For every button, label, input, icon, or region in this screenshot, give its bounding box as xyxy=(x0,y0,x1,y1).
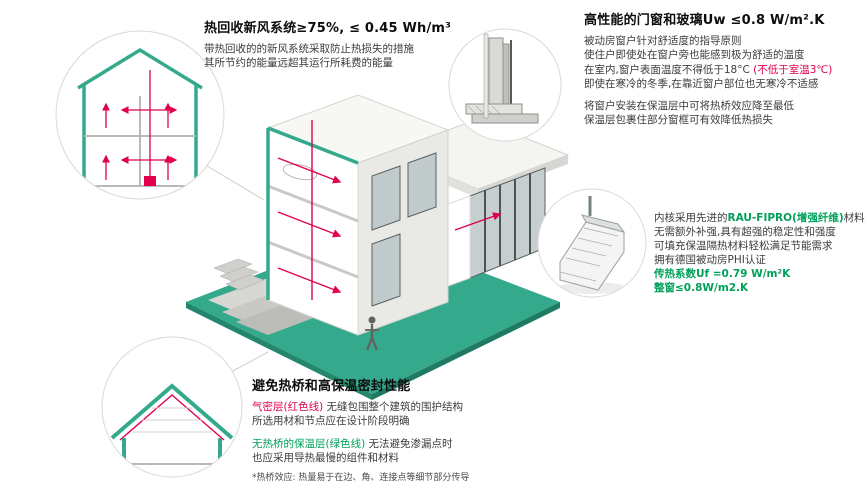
hrv-line-2: 其所节约的能量远超其运行所耗费的能量 xyxy=(204,57,393,70)
hrv-title: 热回收新风系统≥75%, ≤ 0.45 Wh/m³ xyxy=(204,21,452,36)
windows-line-3-highlight: (不低于室温3℃) xyxy=(753,63,833,76)
glass-mullions xyxy=(484,173,531,272)
section-bridge: 避免热桥和高保温密封性能 气密层(红色线) 无缝包围整个建筑的围护结构 所选用材… xyxy=(252,378,469,484)
windows-line-1: 被动房窗户针对舒适度的指导原则 xyxy=(584,35,742,48)
hrv-detail-illustration xyxy=(56,31,224,199)
windows-line-6: 保温层包裹住部分窗框可有效降低热损失 xyxy=(584,113,773,126)
windows-line-3-text: 在室内,窗户表面温度不得低于18°C xyxy=(584,63,754,76)
window-profile-illustration xyxy=(538,189,646,297)
bridge-title: 避免热桥和高保温密封性能 xyxy=(252,379,411,394)
thermal-bridge-footnote: *热桥效应: 热量易于在边、角、连接点等细节部分传导 xyxy=(252,472,470,483)
hrv-detail-circle xyxy=(55,30,225,200)
bridge-line-1: 气密层(红色线) 无缝包围整个建筑的围护结构 xyxy=(252,400,469,414)
hrv-line-1: 带热回收的的新风系统采取防止热损失的措施 xyxy=(204,43,414,56)
bridge-line-1-text: 无缝包围整个建筑的围护结构 xyxy=(323,401,464,414)
hrv-air-arrows xyxy=(102,70,178,182)
windows-title: 高性能的门窗和玻璃Uw ≤0.8 W/m².K xyxy=(584,13,825,28)
profile-uw-value: 整窗≤0.8W/m2.K xyxy=(654,282,749,295)
stairs xyxy=(213,258,265,291)
profile-line-4: 拥有德国被动房PHI认证 xyxy=(654,254,766,267)
bridge-line-4: 也应采用导热最慢的组件和材料 xyxy=(252,451,399,464)
bridge-line-3: 无热桥的保温层(绿色线) 无法避免渗漏点时 xyxy=(252,437,469,451)
bridge-line-3-text: 无法避免渗漏点时 xyxy=(365,437,453,450)
section-windows: 高性能的门窗和玻璃Uw ≤0.8 W/m².K 被动房窗户针对舒适度的指导原则 … xyxy=(584,12,832,127)
isometric-house-illustration xyxy=(186,94,570,400)
section-profile: 内核采用先进的RAU-FIPRO(增强纤维)材料 无需额外补强,具有超强的稳定性… xyxy=(654,211,865,295)
window-profile-circle xyxy=(537,188,647,298)
windows-line-5: 将窗户安装在保温层中可将热桥效应降至最低 xyxy=(584,99,794,112)
windows-line-4: 即使在寒冷的冬季,在靠近窗户部位也无寒冷不适感 xyxy=(584,77,819,90)
person-figure xyxy=(365,316,379,351)
insulation-layer-label: 无热桥的保温层(绿色线) xyxy=(252,437,366,450)
roof-section-circle xyxy=(101,336,243,478)
facade-windows xyxy=(371,152,437,307)
profile-line-1-highlight: RAU-FIPRO(增强纤维) xyxy=(727,212,844,224)
profile-uf-value: 传热系数Uf =0.79 W/m²K xyxy=(654,268,791,281)
window-section-illustration xyxy=(449,29,561,141)
bridge-line-2: 所选用材和节点应在设计阶段明确 xyxy=(252,415,410,428)
roof-section-illustration xyxy=(102,337,242,477)
windows-line-2: 使住户即使处在窗户旁也能感到极为舒适的温度 xyxy=(584,49,805,62)
airtight-layer-label: 气密层(红色线) xyxy=(252,401,324,414)
profile-line-1a: 内核采用先进的 xyxy=(654,212,728,224)
profile-line-3: 可填充保温隔热材料轻松满足节能需求 xyxy=(654,240,833,253)
section-hrv: 热回收新风系统≥75%, ≤ 0.45 Wh/m³ 带热回收的的新风系统采取防止… xyxy=(204,20,451,71)
profile-line-2: 无需额外补强,具有超强的稳定性和强度 xyxy=(654,226,836,239)
window-section-circle xyxy=(448,28,562,142)
profile-line-1c: 材料 xyxy=(843,212,865,224)
profile-line-1: 内核采用先进的RAU-FIPRO(增强纤维)材料 xyxy=(654,211,865,225)
ventilation-ducts xyxy=(277,120,502,300)
windows-line-3: 在室内,窗户表面温度不得低于18°C (不低于室温3℃) xyxy=(584,63,832,77)
